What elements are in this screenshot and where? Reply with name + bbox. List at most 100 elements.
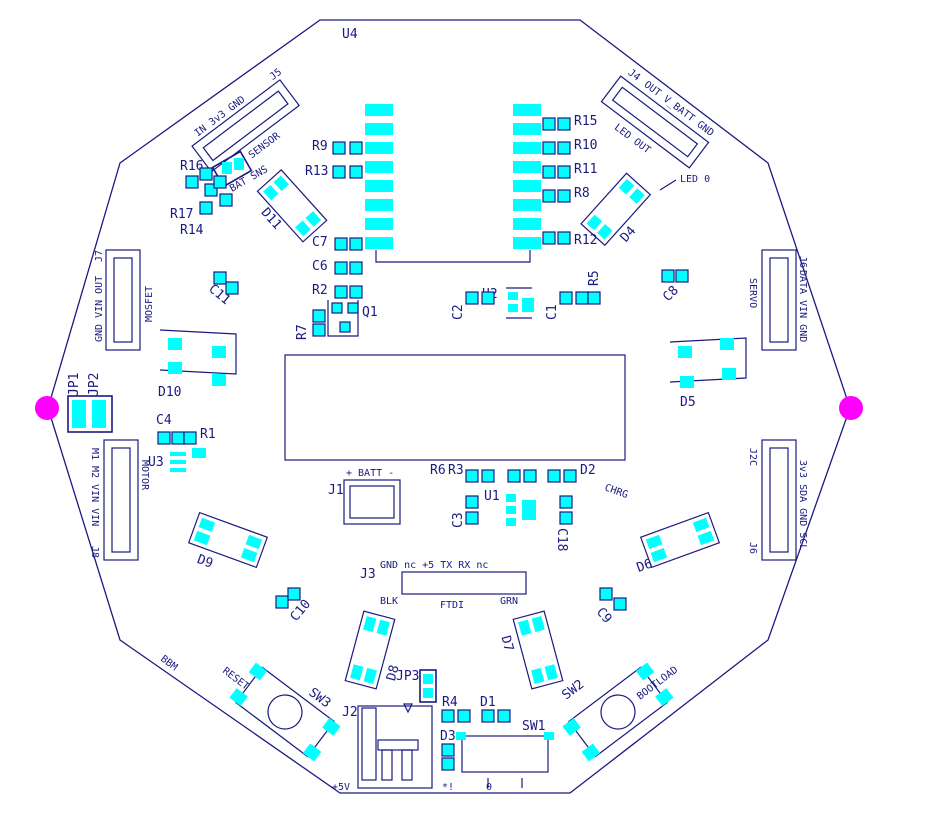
d9: D9 bbox=[187, 511, 269, 572]
svg-text:J8: J8 bbox=[89, 546, 100, 558]
svg-text:R2: R2 bbox=[312, 283, 328, 298]
c7: C7 bbox=[312, 235, 363, 251]
svg-text:R12: R12 bbox=[574, 233, 597, 248]
r4: R4 bbox=[441, 695, 471, 723]
j6-servo-connector: J6 DATA VIN GND SERVO bbox=[747, 249, 808, 351]
corner-label: BBM bbox=[158, 654, 179, 674]
sw2-bootload-button: BOOTLOAD SW2 bbox=[559, 662, 680, 762]
svg-text:SW3: SW3 bbox=[306, 685, 334, 711]
svg-text:*!: *! bbox=[442, 782, 454, 793]
svg-text:J3: J3 bbox=[360, 567, 376, 582]
svg-text:LED OUT: LED OUT bbox=[612, 122, 652, 156]
c11: C11 bbox=[205, 271, 239, 308]
svg-text:SENSOR: SENSOR bbox=[247, 130, 283, 161]
j7-mosfet-connector: GND VIN OUT MOSFET J7 bbox=[94, 249, 155, 351]
svg-text:R14: R14 bbox=[180, 223, 204, 238]
svg-text:C6: C6 bbox=[312, 259, 328, 274]
svg-text:C8: C8 bbox=[660, 283, 682, 305]
svg-text:SERVO: SERVO bbox=[747, 278, 758, 308]
jp3-jumper: JP3 bbox=[396, 669, 437, 703]
r17: R17 bbox=[170, 175, 227, 222]
r16: R16 bbox=[180, 159, 213, 189]
r6: R6 bbox=[430, 463, 446, 478]
j1-battery-connector: + BATT - J1 bbox=[328, 468, 401, 525]
svg-text:D11: D11 bbox=[258, 205, 285, 232]
svg-text:M1 M2 VIN VIN: M1 M2 VIN VIN bbox=[89, 448, 100, 526]
u3: U3 bbox=[148, 448, 206, 472]
r15: R15 bbox=[542, 114, 597, 131]
svg-text:+5V: +5V bbox=[332, 782, 350, 793]
svg-text:IN 3v3 GND: IN 3v3 GND bbox=[193, 94, 248, 139]
r7: R7 bbox=[295, 309, 326, 340]
c8: C8 bbox=[660, 269, 689, 305]
j2-power-connector: J2 +5V bbox=[332, 703, 433, 793]
svg-text:C10: C10 bbox=[288, 597, 315, 625]
svg-text:JP2: JP2 bbox=[87, 373, 102, 396]
svg-text:C18: C18 bbox=[554, 528, 569, 551]
svg-text:GND nc +5 TX RX nc: GND nc +5 TX RX nc bbox=[380, 560, 488, 571]
d4: D4 bbox=[580, 172, 652, 247]
r2: R2 bbox=[312, 283, 363, 299]
module-label: U4 bbox=[342, 27, 358, 42]
j8-motor-connector: M1 M2 VIN VIN MOTOR J8 bbox=[89, 439, 150, 561]
jp1-jp2-jumpers: JP1 JP2 bbox=[67, 373, 113, 433]
svg-text:J1: J1 bbox=[328, 483, 344, 498]
c4: C4 bbox=[156, 413, 185, 445]
svg-text:J6: J6 bbox=[747, 542, 758, 554]
svg-text:R15: R15 bbox=[574, 114, 597, 129]
svg-text:D5: D5 bbox=[680, 395, 696, 410]
svg-text:R17: R17 bbox=[170, 207, 193, 222]
svg-text:D3: D3 bbox=[440, 729, 456, 744]
r1: R1 bbox=[183, 427, 216, 445]
svg-text:J6: J6 bbox=[797, 256, 808, 268]
r14: R14 bbox=[180, 193, 233, 238]
svg-text:MOTOR: MOTOR bbox=[139, 460, 150, 491]
svg-text:JP1: JP1 bbox=[67, 373, 82, 396]
svg-text:D9: D9 bbox=[195, 552, 215, 571]
svg-text:R8: R8 bbox=[574, 186, 590, 201]
svg-text:C4: C4 bbox=[156, 413, 172, 428]
svg-text:BLK: BLK bbox=[380, 596, 398, 607]
sw3-reset-button: RESET SW3 bbox=[220, 662, 341, 762]
r5: R5 bbox=[587, 270, 602, 305]
u1: U1 bbox=[484, 489, 536, 526]
svg-text:R11: R11 bbox=[574, 162, 597, 177]
svg-text:SW2: SW2 bbox=[559, 677, 587, 703]
svg-text:R9: R9 bbox=[312, 139, 328, 154]
svg-text:J2: J2 bbox=[342, 705, 358, 720]
mount-hole-left bbox=[35, 396, 59, 420]
svg-text:DATA VIN GND: DATA VIN GND bbox=[797, 270, 808, 342]
d10: D10 bbox=[158, 329, 237, 400]
d2: D2 CHRG bbox=[507, 463, 629, 501]
r13: R13 bbox=[305, 164, 363, 179]
d5: D5 bbox=[669, 337, 747, 410]
svg-text:R6: R6 bbox=[430, 463, 446, 478]
j3-ftdi-header: GND nc +5 TX RX nc J3 BLK FTDI GRN bbox=[360, 560, 527, 611]
r10: R10 bbox=[542, 138, 597, 155]
d1: D1 bbox=[480, 695, 511, 723]
svg-text:C2: C2 bbox=[451, 304, 466, 320]
svg-text:D7: D7 bbox=[498, 634, 517, 653]
c2: C2 bbox=[451, 291, 495, 320]
svg-text:R4: R4 bbox=[442, 695, 458, 710]
svg-text:+ BATT -: + BATT - bbox=[346, 468, 394, 479]
svg-text:J7: J7 bbox=[94, 250, 105, 262]
j9-i2c-connector: J2C 3v3 SDA GND SCL J6 bbox=[747, 439, 808, 561]
c6: C6 bbox=[312, 259, 363, 275]
c1: C1 bbox=[545, 291, 589, 320]
svg-text:C3: C3 bbox=[451, 512, 466, 528]
mount-hole-right bbox=[839, 396, 863, 420]
board-outline bbox=[47, 19, 851, 794]
c3: C3 bbox=[451, 495, 479, 528]
svg-text:SW1: SW1 bbox=[522, 719, 545, 734]
r11: R11 bbox=[542, 162, 597, 179]
svg-text:J2C: J2C bbox=[747, 448, 758, 466]
q1: Q1 bbox=[327, 300, 378, 337]
j4-led-out-connector: J4 OUT V_BATT GND LED OUT bbox=[600, 67, 716, 169]
svg-text:JP3: JP3 bbox=[396, 669, 419, 684]
svg-text:MOSFET: MOSFET bbox=[144, 286, 155, 322]
svg-text:FTDI: FTDI bbox=[440, 600, 464, 611]
svg-text:J5: J5 bbox=[268, 67, 284, 83]
svg-text:C1: C1 bbox=[545, 304, 560, 320]
